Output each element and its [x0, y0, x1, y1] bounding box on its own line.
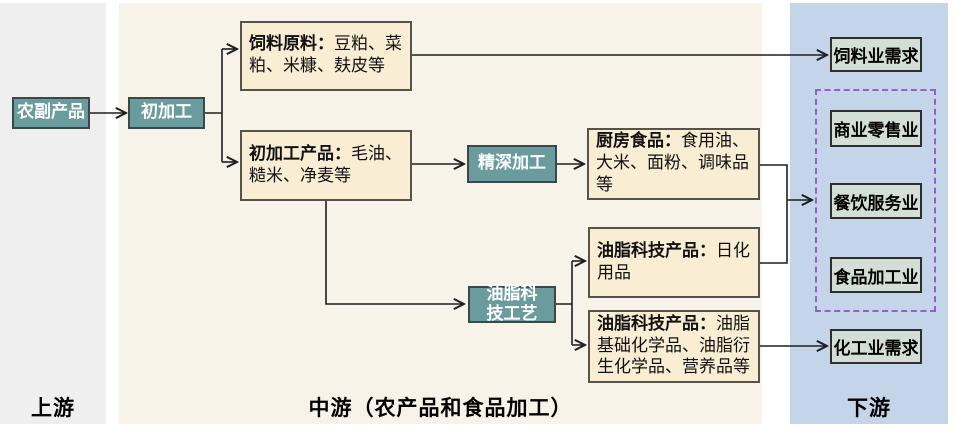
node-kitchen-foods-detail: 食用油、大米、面粉、调味品等 — [596, 131, 749, 195]
node-kitchen-foods-text: 厨房食品：食用油、大米、面粉、调味品等 — [596, 131, 751, 197]
downstream-column-label: 下游 — [847, 395, 891, 420]
connector-kitchen-oleodaily-merge — [760, 164, 788, 264]
node-catering-service-label: 餐饮服务业 — [833, 193, 919, 214]
node-oleo-tech-process-label: 油脂科技工艺 — [486, 283, 538, 324]
node-chemical-industry-demand-label: 化工业需求 — [833, 339, 919, 359]
node-commercial-retail: 商业零售业 — [830, 110, 922, 147]
node-primary-processed-products-detail: 毛油、糙米、净麦等 — [249, 143, 402, 186]
node-oleo-tech-products-daily-text: 油脂科技产品：日化用品 — [597, 241, 751, 285]
node-feed-raw-materials-text: 饲料原料：豆粕、菜粕、米糠、麸皮等 — [249, 34, 403, 78]
node-agricultural-byproducts-label: 农副产品 — [17, 102, 85, 123]
node-oleo-tech-products-daily-label: 油脂科技产品： — [597, 240, 716, 261]
node-oleo-tech-products-chemicals-label: 油脂科技产品： — [597, 313, 716, 334]
node-primary-processing-label: 初加工 — [141, 102, 192, 123]
node-kitchen-foods: 厨房食品：食用油、大米、面粉、调味品等 — [587, 128, 760, 200]
node-feed-raw-materials-label: 饲料原料： — [249, 34, 334, 55]
node-primary-processing: 初加工 — [128, 97, 205, 129]
node-kitchen-foods-label: 厨房食品： — [596, 131, 681, 152]
node-agricultural-byproducts: 农副产品 — [12, 97, 90, 129]
node-feed-industry-demand-label: 饲料业需求 — [833, 47, 919, 67]
node-oleo-tech-products-chemicals-detail: 油脂基础化学品、油脂衍生化学品、营养品等 — [597, 313, 750, 378]
node-catering-service: 餐饮服务业 — [830, 183, 922, 219]
node-deep-processing: 精深加工 — [467, 145, 557, 183]
node-oleo-tech-process: 油脂科技工艺 — [468, 283, 556, 324]
node-oleo-tech-products-daily-detail: 日化用品 — [597, 240, 750, 283]
node-primary-processed-products: 初加工产品：毛油、糙米、净麦等 — [240, 130, 412, 201]
upstream-column-background — [0, 3, 106, 424]
node-commercial-retail-label: 商业零售业 — [833, 121, 919, 141]
node-feed-raw-materials: 饲料原料：豆粕、菜粕、米糠、麸皮等 — [240, 21, 412, 91]
upstream-column-label: 上游 — [31, 395, 75, 420]
downstream-consumer-group-border — [815, 89, 936, 312]
node-food-processing-industry-label: 食品加工业 — [833, 267, 919, 288]
node-feed-industry-demand: 饲料业需求 — [830, 37, 922, 72]
node-oleo-tech-products-chemicals-text: 油脂科技产品：油脂基础化学品、油脂衍生化学品、营养品等 — [597, 314, 751, 380]
node-oleo-tech-products-daily: 油脂科技产品：日化用品 — [588, 227, 760, 298]
node-deep-processing-label: 精深加工 — [478, 153, 546, 174]
node-chemical-industry-demand: 化工业需求 — [830, 329, 922, 364]
node-feed-raw-materials-detail: 豆粕、菜粕、米糠、麸皮等 — [249, 34, 402, 76]
midstream-column-label: 中游（农产品和食品加工） — [308, 395, 573, 420]
node-primary-processed-products-text: 初加工产品：毛油、糙米、净麦等 — [249, 144, 403, 188]
node-food-processing-industry: 食品加工业 — [830, 257, 922, 293]
node-primary-processed-products-label: 初加工产品： — [249, 143, 351, 164]
node-oleo-tech-products-chemicals: 油脂科技产品：油脂基础化学品、油脂衍生化学品、营养品等 — [588, 310, 760, 383]
